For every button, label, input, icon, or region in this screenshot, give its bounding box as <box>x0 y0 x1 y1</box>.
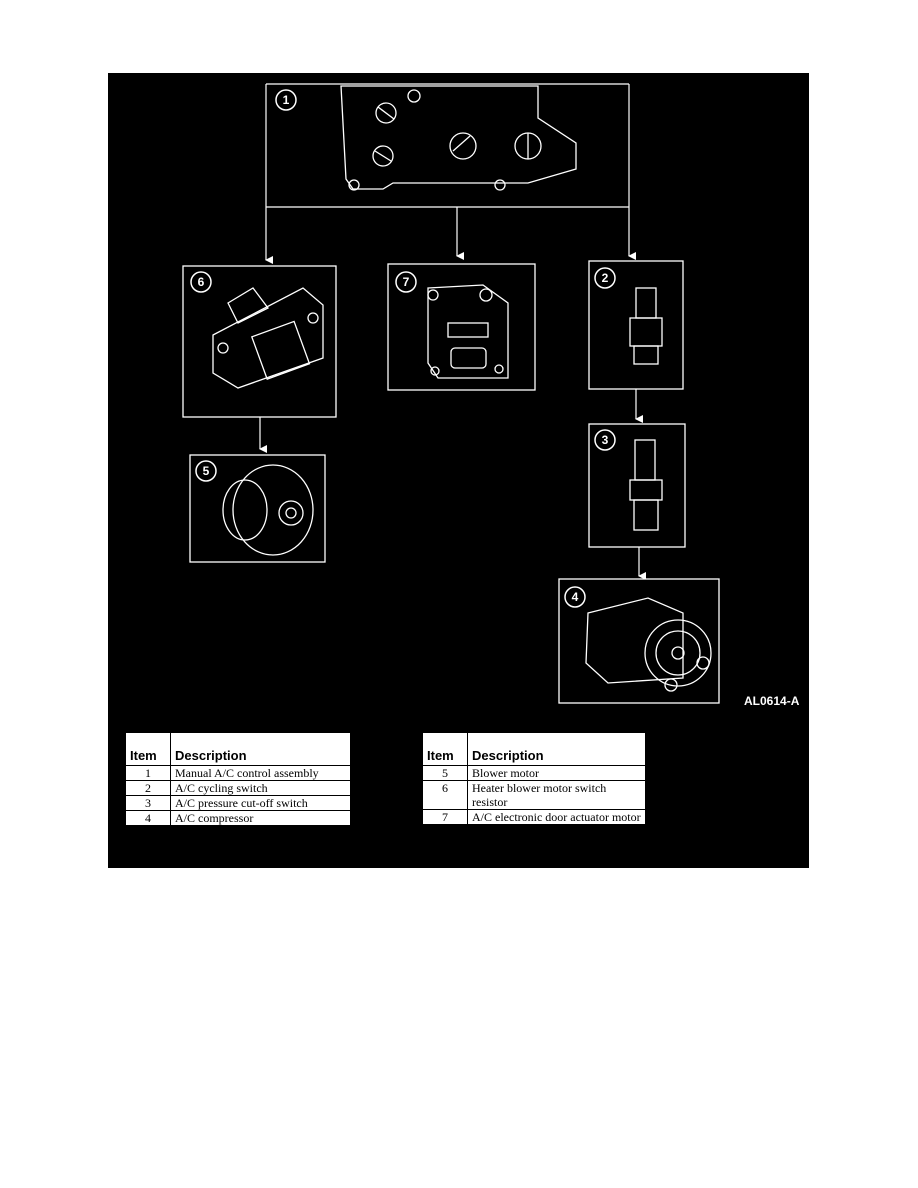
resistor-box <box>182 265 337 418</box>
description-header: Description <box>467 732 646 766</box>
table-row: 3 A/C pressure cut-off switch <box>125 795 351 811</box>
cutoff-switch-illustration <box>629 439 663 531</box>
legend-header-row: Item Description <box>125 732 351 766</box>
item-header: Item <box>422 732 468 766</box>
callout-6: 6 <box>198 275 205 289</box>
callout-markers <box>190 89 616 608</box>
legend-table-right: Item Description 5 Blower motor 6 Heater… <box>422 732 646 825</box>
table-row: 5 Blower motor <box>422 765 646 781</box>
legend-header-row: Item Description <box>422 732 646 766</box>
item-number: 3 <box>125 795 171 811</box>
item-description: A/C cycling switch <box>170 780 351 796</box>
callout-5: 5 <box>203 464 210 478</box>
item-number: 5 <box>422 765 468 781</box>
legend-table-left: Item Description 1 Manual A/C control as… <box>125 732 351 826</box>
item-description: Blower motor <box>467 765 646 781</box>
door-actuator-illustration <box>427 284 509 379</box>
compressor-illustration <box>585 597 712 692</box>
item-number: 7 <box>422 809 468 825</box>
item-description: Heater blower motor switch resistor <box>467 780 646 810</box>
table-row: 6 Heater blower motor switch resistor <box>422 780 646 810</box>
component-diagram: 1 2 3 4 5 6 7 AL0614-A <box>182 83 800 708</box>
callout-4: 4 <box>572 590 579 604</box>
item-number: 6 <box>422 780 468 810</box>
item-header: Item <box>125 732 171 766</box>
table-row: 1 Manual A/C control assembly <box>125 765 351 781</box>
item-description: A/C compressor <box>170 810 351 826</box>
table-row: 4 A/C compressor <box>125 810 351 826</box>
table-row: 7 A/C electronic door actuator motor <box>422 809 646 825</box>
item-description: A/C pressure cut-off switch <box>170 795 351 811</box>
item-number: 4 <box>125 810 171 826</box>
callout-2: 2 <box>602 271 609 285</box>
callout-1: 1 <box>283 93 290 107</box>
table-row: 2 A/C cycling switch <box>125 780 351 796</box>
switch-resistor-illustration <box>212 287 324 389</box>
blower-motor-illustration <box>222 464 314 556</box>
item-description: A/C electronic door actuator motor <box>467 809 646 825</box>
connector-lines <box>259 83 646 580</box>
callout-7: 7 <box>403 275 410 289</box>
control-assembly-illustration <box>340 85 577 191</box>
cycling-switch-illustration <box>629 287 663 365</box>
callout-3: 3 <box>602 433 609 447</box>
item-number: 2 <box>125 780 171 796</box>
figure-code: AL0614-A <box>744 694 800 708</box>
item-description: Manual A/C control assembly <box>170 765 351 781</box>
diagram-figure: 1 2 3 4 5 6 7 AL0614-A Item Description … <box>108 73 809 868</box>
item-number: 1 <box>125 765 171 781</box>
description-header: Description <box>170 732 351 766</box>
